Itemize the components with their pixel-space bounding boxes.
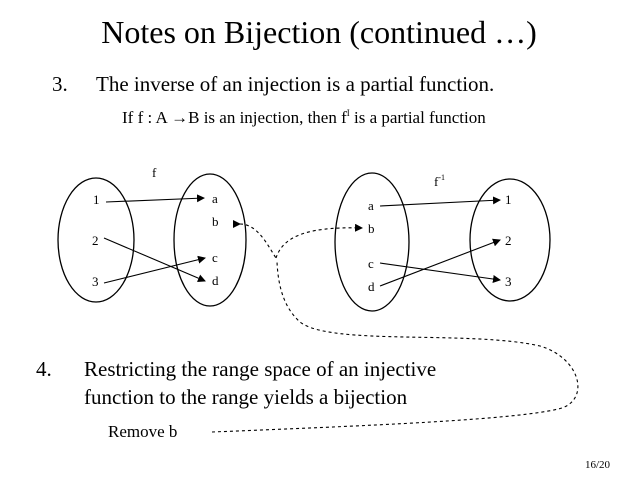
right-domain-set bbox=[334, 172, 410, 312]
left-domain-3: 3 bbox=[92, 274, 99, 289]
right-arrow-d-2 bbox=[379, 238, 501, 287]
right-arrow-a-1 bbox=[379, 196, 501, 207]
dashed-link-right-b bbox=[275, 223, 363, 259]
right-map-label-sup: -1 bbox=[438, 173, 445, 182]
point-4-line-2: function to the range yields a bijection bbox=[84, 385, 408, 409]
point-3-text: The inverse of an injection is a partial… bbox=[96, 72, 495, 96]
left-domain-2: 2 bbox=[92, 233, 99, 248]
page-number: 16/20 bbox=[584, 459, 610, 471]
right-codomain-3: 3 bbox=[505, 274, 512, 289]
point-3-sub-after: is a partial function bbox=[349, 108, 486, 127]
right-domain-a: a bbox=[368, 198, 374, 213]
dashed-link-left-b bbox=[232, 219, 277, 259]
right-codomain-2: 2 bbox=[505, 233, 512, 248]
left-domain-set bbox=[57, 177, 135, 303]
left-codomain-d: d bbox=[212, 273, 219, 288]
point-3-sub-before: If f : A →B is an injection, then f bbox=[122, 108, 347, 127]
remove-b-note: Remove b bbox=[108, 422, 178, 441]
slide-title: Notes on Bijection (continued …) bbox=[101, 14, 537, 50]
point-3-number: 3. bbox=[52, 72, 68, 96]
left-map-label: f bbox=[152, 165, 157, 180]
left-codomain-b: b bbox=[212, 214, 219, 229]
right-domain-c: c bbox=[368, 256, 374, 271]
right-arrow-c-3 bbox=[379, 262, 501, 283]
left-arrow-1-a bbox=[105, 194, 205, 203]
point-3-sub-sup: I bbox=[346, 108, 350, 118]
right-map-label-base: f bbox=[434, 174, 439, 189]
left-domain-1: 1 bbox=[93, 192, 100, 207]
point-4-line-1: Restricting the range space of an inject… bbox=[84, 357, 437, 381]
right-codomain-1: 1 bbox=[505, 192, 512, 207]
left-arrow-3-c bbox=[103, 255, 206, 284]
point-3-subtext: If f : A →B is an injection, then fI is … bbox=[122, 108, 486, 128]
right-domain-b: b bbox=[368, 221, 375, 236]
right-codomain-set bbox=[469, 178, 551, 302]
left-codomain-set bbox=[173, 173, 247, 307]
point-4-number: 4. bbox=[36, 357, 52, 381]
right-domain-d: d bbox=[368, 279, 375, 294]
left-codomain-a: a bbox=[212, 191, 218, 206]
left-arrow-2-d bbox=[103, 237, 206, 282]
left-codomain-c: c bbox=[212, 250, 218, 265]
right-map-label: f-1 bbox=[434, 173, 445, 189]
